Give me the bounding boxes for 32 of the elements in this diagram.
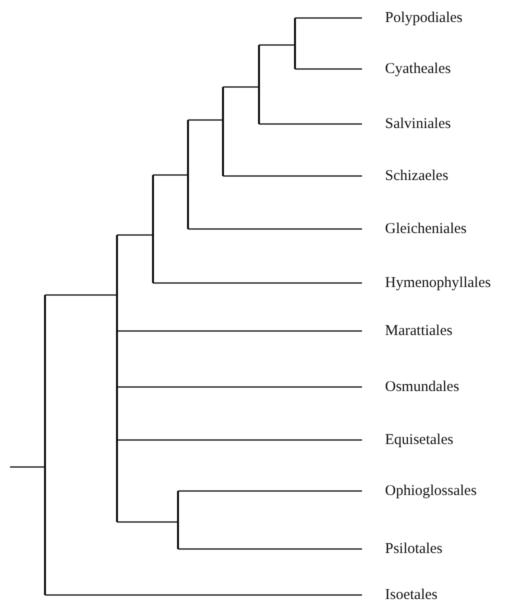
- taxon-label: Osmundales: [362, 377, 460, 397]
- tree-branch: [117, 521, 178, 523]
- tree-branch: [45, 594, 362, 596]
- taxon-label: Isoetales: [362, 585, 438, 602]
- tree-branch: [153, 174, 188, 176]
- tree-branch: [117, 386, 362, 388]
- tree-branch: [223, 175, 362, 177]
- taxon-label: Gleicheniales: [362, 219, 467, 239]
- tree-branch: [117, 234, 153, 236]
- tree-branch: [117, 330, 362, 332]
- tree-branch: [188, 119, 223, 121]
- tree-branch: [117, 439, 362, 441]
- taxon-label: Hymenophyllales: [362, 273, 491, 293]
- tree-branch: [178, 490, 362, 492]
- tree-branch: [10, 466, 45, 468]
- taxon-label: Equisetales: [362, 430, 454, 450]
- tree-branch: [295, 68, 362, 70]
- tree-branch: [188, 228, 362, 230]
- taxon-label: Psilotales: [362, 539, 443, 559]
- tree-branch: [295, 17, 362, 19]
- taxon-label: Schizaeles: [362, 166, 448, 186]
- tree-branch: [45, 294, 117, 296]
- taxon-label: Salviniales: [362, 114, 451, 134]
- taxon-label: Cyatheales: [362, 59, 451, 79]
- tree-branch: [259, 44, 295, 46]
- taxon-label: Ophioglossales: [362, 481, 477, 501]
- tree-branch: [153, 282, 362, 284]
- tree-branch: [178, 548, 362, 550]
- tree-branch: [259, 123, 362, 125]
- taxon-label: Marattiales: [362, 321, 452, 341]
- taxon-label: Polypodiales: [362, 8, 462, 28]
- tree-branch: [223, 86, 259, 88]
